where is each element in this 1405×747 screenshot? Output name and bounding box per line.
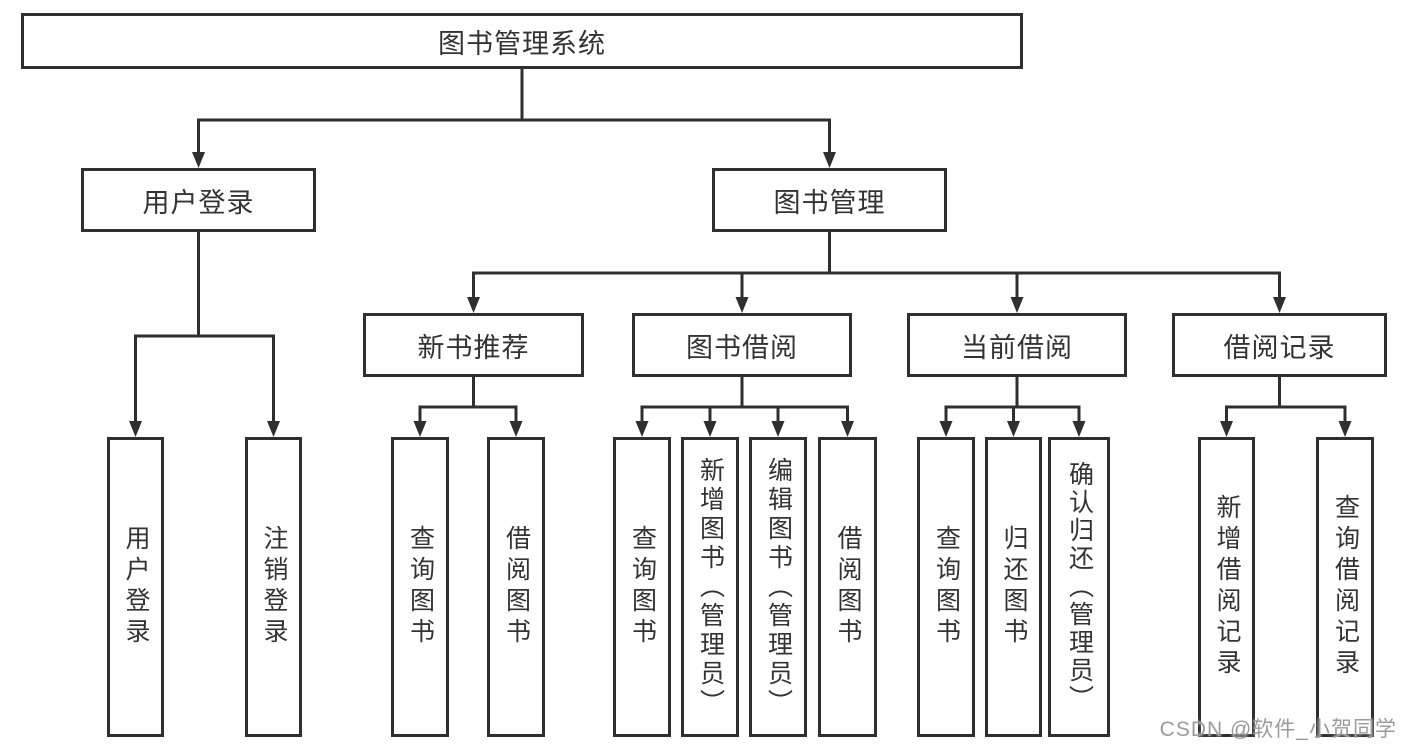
leaf-query-borrow-record-label: 查询借阅记录 bbox=[1331, 494, 1360, 680]
leaf-add-borrow-record: 新增借阅记录 bbox=[1198, 437, 1255, 737]
leaf-add-books-admin-label: 新增图书（管理员） bbox=[696, 456, 725, 718]
node-library-management-system: 图书管理系统 bbox=[21, 13, 1023, 69]
leaf-query-books-1: 查询图书 bbox=[391, 437, 449, 737]
node-user-login: 用户登录 bbox=[81, 168, 316, 232]
leaf-borrow-books-2-label: 借阅图书 bbox=[834, 525, 862, 649]
leaf-query-books-3-label: 查询图书 bbox=[932, 525, 961, 649]
leaf-borrow-books-1-label: 借阅图书 bbox=[502, 525, 531, 649]
leaf-user-login-label: 用户登录 bbox=[122, 525, 150, 649]
leaf-user-login: 用户登录 bbox=[107, 437, 164, 737]
leaf-borrow-books-2: 借阅图书 bbox=[818, 437, 877, 737]
leaf-logout-label: 注销登录 bbox=[260, 525, 288, 649]
leaf-edit-books-admin-label: 编辑图书（管理员） bbox=[764, 456, 793, 718]
leaf-return-books: 归还图书 bbox=[985, 437, 1042, 737]
leaf-confirm-return-admin-label: 确认归还（管理员） bbox=[1065, 461, 1094, 713]
leaf-query-books-1-label: 查询图书 bbox=[406, 525, 435, 649]
node-book-borrowing: 图书借阅 bbox=[632, 313, 852, 377]
node-new-book-recommendation: 新书推荐 bbox=[363, 313, 584, 377]
leaf-query-books-2-label: 查询图书 bbox=[628, 525, 657, 649]
leaf-borrow-books-1: 借阅图书 bbox=[487, 437, 545, 737]
leaf-return-books-label: 归还图书 bbox=[1000, 525, 1028, 649]
leaf-edit-books-admin: 编辑图书（管理员） bbox=[749, 437, 807, 737]
watermark-csdn: CSDN @软件_小贺同学 bbox=[1159, 718, 1397, 741]
leaf-query-books-2: 查询图书 bbox=[613, 437, 671, 737]
leaf-logout: 注销登录 bbox=[245, 437, 302, 737]
leaf-query-books-3: 查询图书 bbox=[917, 437, 975, 737]
leaf-add-borrow-record-label: 新增借阅记录 bbox=[1213, 494, 1241, 680]
leaf-confirm-return-admin: 确认归还（管理员） bbox=[1048, 437, 1110, 737]
node-borrowing-records: 借阅记录 bbox=[1172, 313, 1387, 377]
leaf-add-books-admin: 新增图书（管理员） bbox=[681, 437, 739, 737]
node-current-borrowing: 当前借阅 bbox=[907, 313, 1127, 377]
node-book-management: 图书管理 bbox=[712, 168, 947, 232]
leaf-query-borrow-record: 查询借阅记录 bbox=[1316, 437, 1374, 737]
